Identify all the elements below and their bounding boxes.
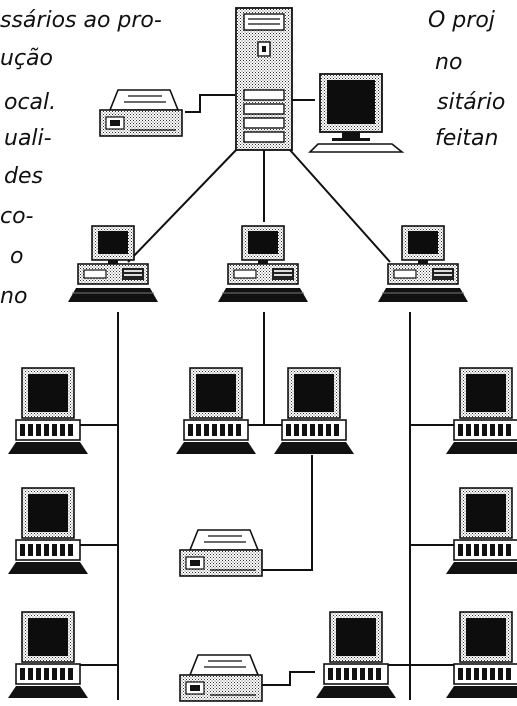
left-text-line-3: ocal. (4, 90, 57, 115)
workstation-icon (67, 225, 159, 303)
keyboard-icon (308, 143, 405, 153)
right-text-line-4: feitan (435, 126, 499, 151)
right-text-line-1: O proj (428, 8, 495, 33)
workstation-icon (377, 225, 469, 303)
terminal-icon (273, 367, 355, 455)
terminal-icon (7, 487, 89, 575)
terminal-icon (7, 611, 89, 699)
terminal-icon (445, 367, 517, 455)
right-text-line-3: sitário (437, 90, 506, 115)
left-text-line-5: des (4, 164, 43, 189)
terminal-icon (445, 611, 517, 699)
workstation-icon (217, 225, 309, 303)
terminal-icon (315, 611, 397, 699)
monitor-icon (319, 73, 383, 141)
terminal-icon (175, 367, 257, 455)
network-cables (75, 94, 455, 700)
terminal-icon (7, 367, 89, 455)
printer-icon (99, 89, 183, 137)
printer-icon (179, 529, 263, 577)
left-text-line-7: o (10, 244, 24, 269)
server-tower-icon (235, 7, 293, 151)
left-text-line-6: co- (0, 204, 34, 229)
right-text-line-2: no (435, 50, 463, 75)
left-text-line-8: no (0, 284, 28, 309)
left-text-line-1: ssários ao pro- (0, 8, 162, 33)
left-text-line-4: uali- (4, 126, 52, 151)
terminal-icon (445, 487, 517, 575)
left-text-line-2: ução (0, 46, 53, 71)
printer-icon (179, 654, 263, 702)
